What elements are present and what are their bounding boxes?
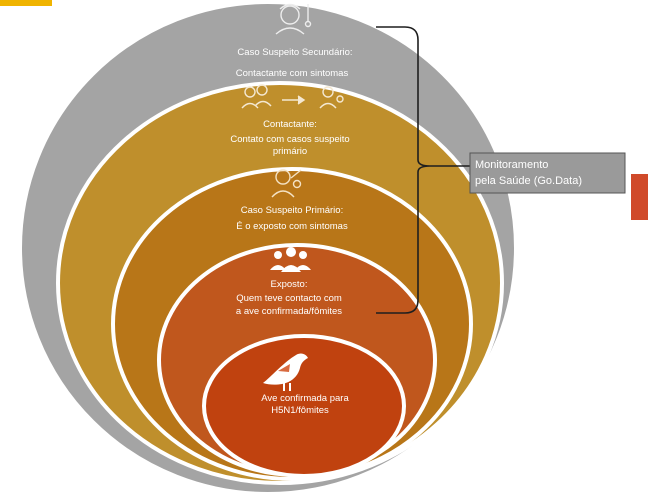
corner-mark (0, 0, 52, 6)
accent-bar (631, 174, 648, 220)
monitoring-box-line2: pela Saúde (Go.Data) (475, 175, 582, 187)
exposed-title: Exposto: (271, 279, 308, 290)
sick-person-icon (271, 169, 302, 198)
contact-description-line2: primário (273, 146, 307, 157)
bird-icon (263, 353, 308, 391)
monitoring-bracket (376, 26, 470, 314)
primary-suspect-description: É o exposto com sintomas (236, 221, 348, 232)
contact-title: Contactante: (263, 119, 317, 130)
core-line2: H5N1/fômites (271, 405, 329, 416)
core-line1: Ave confirmada para (261, 393, 349, 404)
group-people-icon (270, 247, 311, 272)
contact-description-line1: Contato com casos suspeito (230, 134, 349, 145)
secondary-suspect-description: Contactante com sintomas (236, 68, 349, 79)
primary-suspect-title: Caso Suspeito Primário: (241, 205, 343, 216)
person-thermometer-icon (275, 3, 312, 35)
monitoring-box (469, 152, 626, 194)
exposed-description-line2: a ave confirmada/fômites (236, 306, 342, 317)
monitoring-box-line1: Monitoramento (475, 159, 548, 171)
secondary-suspect-title: Caso Suspeito Secundário: (237, 47, 352, 58)
exposed-description-line1: Quem teve contacto com (236, 293, 342, 304)
contact-transmission-icon (241, 84, 344, 109)
ring-core (202, 334, 406, 478)
